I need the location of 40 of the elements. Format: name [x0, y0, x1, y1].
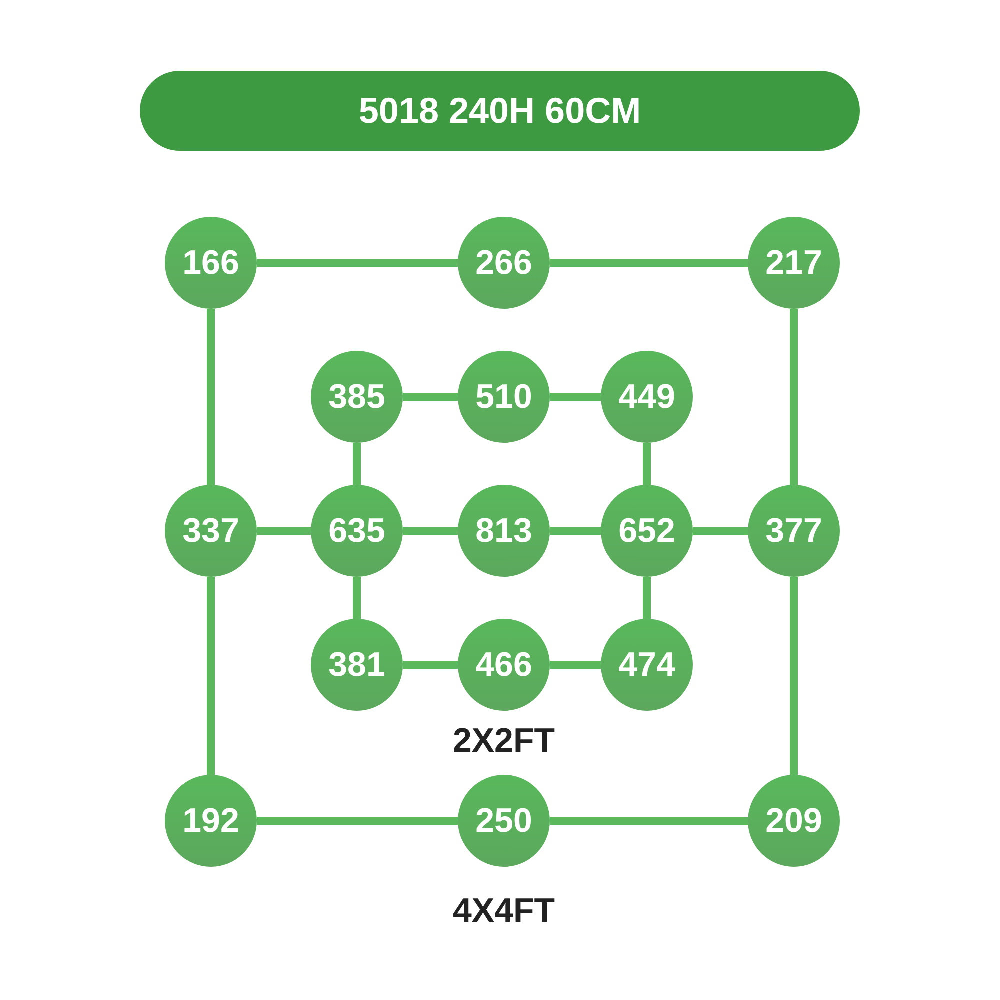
value-circle: 635 [311, 485, 403, 577]
connector-line [353, 443, 361, 485]
connector-line [403, 661, 458, 669]
value-circle: 510 [458, 351, 550, 443]
value-circle: 192 [165, 775, 257, 867]
connector-line [550, 527, 601, 535]
connector-line [550, 259, 748, 267]
connector-line [207, 577, 215, 775]
value-circle: 209 [748, 775, 840, 867]
connector-line [643, 577, 651, 619]
title-banner: 5018 240H 60CM [140, 71, 860, 151]
value-circle: 217 [748, 217, 840, 309]
value-circle: 377 [748, 485, 840, 577]
value-circle: 250 [458, 775, 550, 867]
connector-line [207, 309, 215, 485]
connector-line [550, 817, 748, 825]
connector-line [353, 577, 361, 619]
connector-line [693, 527, 748, 535]
value-circle: 813 [458, 485, 550, 577]
value-circle: 337 [165, 485, 257, 577]
connector-line [257, 527, 311, 535]
connector-line [403, 527, 458, 535]
connector-line [643, 443, 651, 485]
connector-line [403, 393, 458, 401]
connector-line [790, 309, 798, 485]
value-circle: 166 [165, 217, 257, 309]
connector-line [257, 817, 458, 825]
value-circle: 266 [458, 217, 550, 309]
connector-line [257, 259, 458, 267]
area-label: 4X4FT [452, 892, 556, 931]
value-circle: 474 [601, 619, 693, 711]
value-circle: 652 [601, 485, 693, 577]
value-circle: 385 [311, 351, 403, 443]
connector-line [790, 577, 798, 775]
value-circle: 381 [311, 619, 403, 711]
area-label: 2X2FT [452, 722, 556, 761]
connector-line [550, 661, 601, 669]
value-circle: 449 [601, 351, 693, 443]
value-circle: 466 [458, 619, 550, 711]
connector-line [550, 393, 601, 401]
